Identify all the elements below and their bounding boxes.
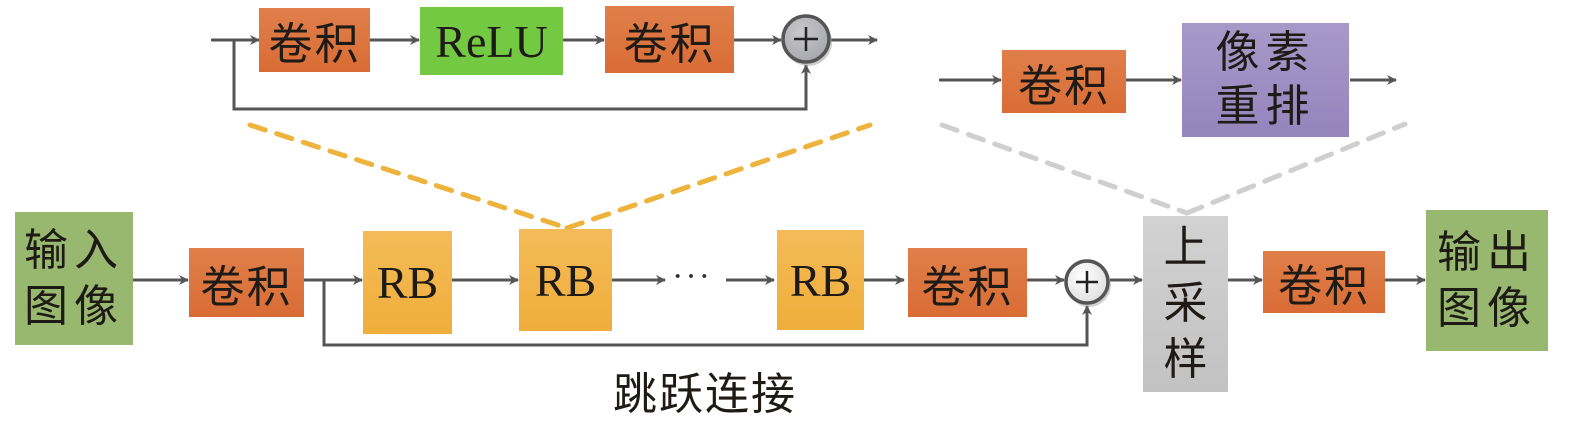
- upsample-label-char2: 采: [1163, 278, 1208, 329]
- rb-block-1: RB: [363, 231, 452, 334]
- skip-connection-label: 跳跃连接: [613, 369, 797, 420]
- rb-block-last: RB: [777, 230, 864, 330]
- rb-relu-label: ReLU: [435, 15, 548, 67]
- rb-conv2-block: 卷积: [605, 6, 734, 73]
- main-pipeline-arrows: [133, 275, 1426, 347]
- rb-block-2-label: RB: [534, 254, 597, 306]
- pixel-shuffle-block: 像素 重排: [1182, 23, 1349, 137]
- up-conv-label: 卷积: [1018, 60, 1110, 112]
- output-label-line2: 图像: [1437, 282, 1537, 334]
- rb-block-2: RB: [519, 229, 612, 331]
- input-image-block: 输入 图像: [15, 212, 133, 345]
- upsample-block: 上 采 样: [1143, 216, 1228, 392]
- rb-conv2-label: 卷积: [623, 18, 716, 70]
- upsample-label-char3: 样: [1163, 334, 1208, 385]
- output-label-line1: 输出: [1437, 226, 1537, 278]
- conv-tail-block: 卷积: [908, 248, 1027, 317]
- rb-conv1-label: 卷积: [268, 19, 361, 70]
- rb-relu-block: ReLU: [420, 7, 563, 75]
- skip-connection-line: [322, 280, 1092, 347]
- rb-conv1-block: 卷积: [259, 8, 370, 72]
- conv-head-block: 卷积: [189, 248, 304, 317]
- rb-block-1-label: RB: [376, 257, 439, 308]
- conv-tail-label: 卷积: [921, 261, 1014, 313]
- ellipsis: ···: [672, 258, 712, 295]
- input-label-line1: 输入: [24, 224, 124, 276]
- up-conv-block: 卷积: [1002, 50, 1126, 113]
- upsample-label-char1: 上: [1163, 222, 1208, 273]
- upsample-callout-dashes: [939, 121, 1408, 216]
- rb-detail-arrows: [211, 35, 878, 111]
- rb-block-last-label: RB: [789, 254, 852, 306]
- rb-sum-node: [781, 14, 832, 66]
- pixel-shuffle-label-line2: 重排: [1215, 81, 1316, 132]
- main-sum-node: [1064, 259, 1111, 307]
- rb-callout-dashes: [247, 122, 873, 231]
- conv-head-label: 卷积: [200, 261, 293, 313]
- rb-identity-shortcut: [232, 40, 811, 111]
- conv-out-block: 卷积: [1263, 251, 1385, 313]
- input-label-line2: 图像: [24, 280, 124, 332]
- output-image-block: 输出 图像: [1426, 210, 1548, 351]
- conv-out-label: 卷积: [1278, 261, 1370, 312]
- pixel-shuffle-label-line1: 像素: [1215, 27, 1316, 78]
